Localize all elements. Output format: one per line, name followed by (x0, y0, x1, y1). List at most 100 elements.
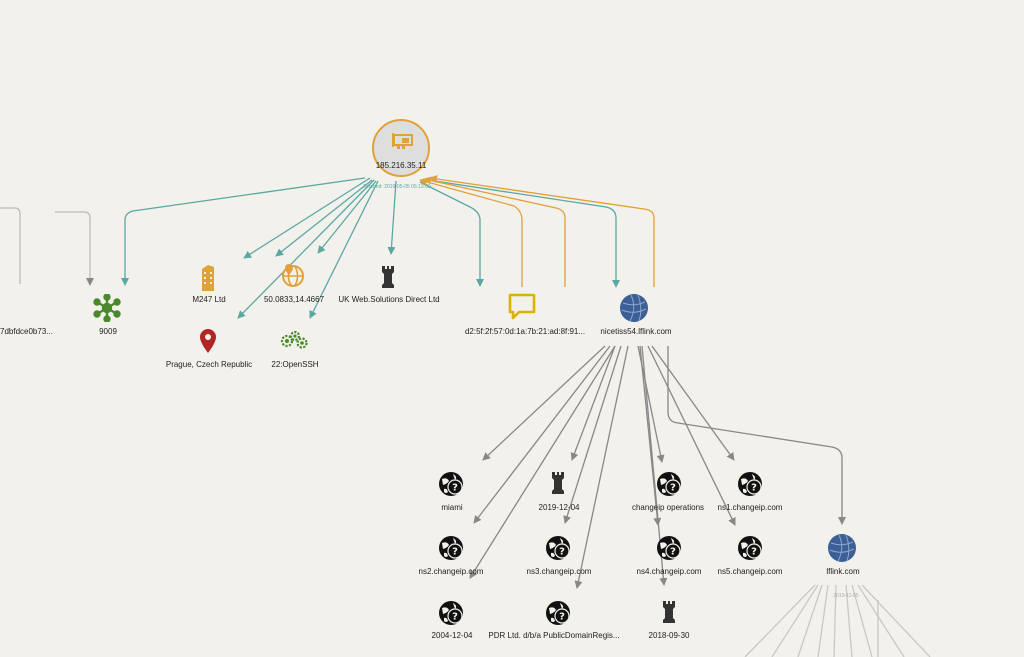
chess-rook-icon (552, 472, 564, 494)
node-date-2019-label: 2019-12-04 (538, 503, 580, 512)
edge-port (309, 180, 379, 319)
node-city-label: Prague, Czech Republic (165, 360, 253, 369)
node-date-2019[interactable] (550, 470, 566, 496)
node-asn-label: 9009 (99, 327, 117, 336)
edge-ns5 (647, 345, 736, 526)
svg-text:?: ? (452, 612, 458, 623)
edge-org (243, 177, 371, 259)
globe-icon (620, 294, 648, 322)
node-port[interactable] (280, 330, 308, 352)
node-city[interactable] (199, 328, 217, 354)
node-ns3[interactable]: ? (545, 535, 571, 561)
center-node[interactable] (372, 119, 430, 177)
edge-lflink (667, 346, 846, 525)
node-miami-label: miami (441, 503, 463, 512)
node-geo[interactable] (280, 263, 306, 289)
globe-question-icon: ? (546, 601, 570, 625)
node-ns1[interactable]: ? (737, 471, 763, 497)
node-pdr-label: PDR Ltd. d/b/a PublicDomainRegis... (488, 631, 620, 640)
node-changeip-ops[interactable]: ? (656, 471, 682, 497)
edge-grey-left (0, 207, 21, 284)
center-node-label: 185.216.35.11 (375, 161, 427, 170)
globe-question-icon: ? (439, 601, 463, 625)
edge-domain-orange (429, 175, 655, 287)
node-pdr[interactable]: ? (545, 600, 571, 626)
edge-2004 (469, 345, 616, 579)
globe-pin-icon (282, 264, 304, 287)
chess-rook-icon (663, 601, 675, 623)
edge-lflink-out (744, 584, 816, 657)
globe-question-icon: ? (657, 536, 681, 560)
globe-icon (828, 534, 856, 562)
node-cert[interactable] (508, 293, 536, 321)
node-lflink-sublabel: 2019-11-05 (833, 593, 859, 599)
edge-geo-2 (317, 180, 377, 254)
globe-question-icon: ? (546, 536, 570, 560)
edge-geo (275, 179, 373, 257)
svg-text:?: ? (559, 612, 565, 623)
globe-question-icon: ? (738, 472, 762, 496)
node-domain[interactable] (619, 293, 649, 323)
svg-text:?: ? (670, 547, 676, 558)
edge-lflink-out (857, 584, 905, 657)
edge-ns2 (473, 345, 611, 524)
node-date-2004-label: 2004-12-04 (431, 631, 473, 640)
node-registrar[interactable] (380, 264, 396, 290)
node-ns1-label: ns1.changeip.com (717, 503, 783, 512)
node-registrar-label: UK Web.Solutions Direct Ltd (338, 295, 440, 304)
svg-text:?: ? (559, 547, 565, 558)
edge-lflink-out (851, 584, 873, 657)
edge-cert-orange (419, 178, 523, 287)
edge-grey-left-2 (55, 211, 94, 286)
edge-lflink-out (817, 584, 829, 657)
node-ns2-label: ns2.changeip.com (418, 567, 484, 576)
node-domain-label: nicetiss54.lflink.com (600, 327, 672, 336)
network-hub-icon (93, 294, 121, 322)
edge-registrar (387, 180, 397, 255)
node-ns4[interactable]: ? (656, 535, 682, 561)
edge-cert-orange-2 (423, 176, 566, 287)
node-asn[interactable] (93, 294, 121, 322)
node-ns2[interactable]: ? (438, 535, 464, 561)
globe-question-icon: ? (657, 472, 681, 496)
edge-lflink-out (833, 584, 837, 657)
svg-text:?: ? (670, 483, 676, 494)
node-ns5[interactable]: ? (737, 535, 763, 561)
edge-lflink-out (861, 584, 931, 657)
node-geo-label: 50.0833,14.4667 (263, 295, 325, 304)
edge-lflink-out (845, 584, 853, 657)
svg-text:?: ? (452, 483, 458, 494)
globe-question-icon: ? (439, 536, 463, 560)
node-hash-label: 7dbfdce0b73... (0, 327, 53, 336)
edge-lflink-out (771, 584, 819, 657)
network-card-icon (392, 133, 413, 149)
globe-question-icon: ? (738, 536, 762, 560)
edge-domain-teal (427, 179, 620, 288)
edge-cert-teal (419, 181, 484, 287)
node-cert-label: d2:5f:2f:57:0d:1a:7b:21:ad:8f:91... (464, 327, 586, 336)
edge-ns3 (563, 345, 622, 524)
node-date-2018-label: 2018-09-30 (648, 631, 690, 640)
edge-city (237, 179, 375, 319)
node-ns5-label: ns5.changeip.com (717, 567, 783, 576)
node-ns4-label: ns4.changeip.com (636, 567, 702, 576)
edge-ns4 (639, 345, 662, 526)
node-lflink[interactable] (827, 533, 857, 563)
edge-ns1 (651, 345, 735, 461)
svg-text:?: ? (751, 483, 757, 494)
edge-lflink-out (797, 584, 823, 657)
node-org[interactable] (199, 263, 217, 291)
node-miami[interactable]: ? (438, 471, 464, 497)
node-date-2018[interactable] (661, 599, 677, 625)
node-port-label: 22:OpenSSH (271, 360, 319, 369)
edge-2019 (570, 345, 616, 461)
node-org-label: M247 Ltd (192, 295, 226, 304)
map-pin-icon (200, 329, 216, 353)
node-changeip-ops-label: changeip operations (631, 503, 705, 512)
edge-pdr (574, 345, 629, 589)
node-date-2004[interactable]: ? (438, 600, 464, 626)
svg-text:?: ? (452, 547, 458, 558)
edge-miami (482, 345, 606, 461)
edge-asn (121, 177, 366, 286)
speech-bubble-icon (508, 293, 536, 320)
